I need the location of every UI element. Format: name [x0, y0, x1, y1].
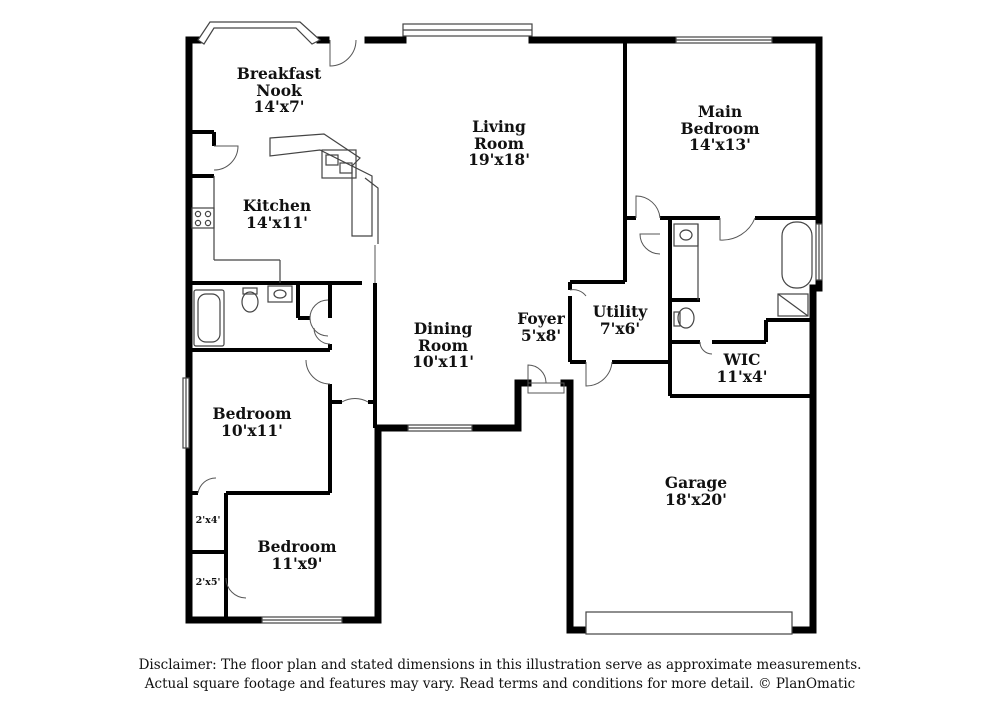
room-label-wic: WIC 11'x4': [716, 350, 768, 386]
vanity-sink-icon: [673, 223, 699, 247]
room-size: 5'x8': [520, 325, 562, 345]
room-name: Garage: [664, 473, 728, 492]
room-label-bedroom: Bedroom 10'x11': [212, 404, 292, 440]
room-size: 7'x6': [599, 318, 641, 338]
room-name: Main: [697, 102, 743, 121]
interior-walls: [189, 40, 819, 620]
kitchen-counters: [191, 133, 379, 283]
room-name: Foyer: [517, 309, 565, 328]
room-name: Bedroom: [680, 118, 760, 138]
doors: [197, 39, 756, 599]
bathroom-fixtures: [193, 221, 813, 347]
closet-label: 2'x5': [195, 577, 221, 588]
closet-label: 2'x4': [195, 515, 221, 526]
room-label-dining-room: Dining Room 10'x11': [412, 319, 474, 372]
room-label-foyer: Foyer 5'x8': [517, 309, 565, 345]
room-size: 14'x7': [253, 97, 305, 117]
room-name: Dining: [413, 319, 473, 338]
room-name: Bedroom: [212, 404, 292, 423]
room-label-kitchen: Kitchen 14'x11': [242, 196, 312, 232]
room-label-breakfast-nook: Breakfast Nook 14'x7': [236, 64, 322, 117]
vanity-sink-icon: [267, 285, 293, 303]
room-size: 11'x4': [716, 366, 768, 386]
room-size: 2'x5': [195, 577, 221, 588]
room-label-bedroom: Bedroom 11'x9': [257, 537, 337, 573]
room-size: 11'x9': [271, 553, 323, 573]
room-label-main-bedroom: Main Bedroom 14'x13': [680, 102, 760, 155]
room-size: 14'x13': [689, 135, 751, 155]
room-name: Living: [472, 117, 526, 136]
room-name: Nook: [256, 80, 302, 100]
room-name: Kitchen: [242, 196, 312, 215]
room-size: 10'x11': [412, 352, 474, 372]
disclaimer-line-1: Disclaimer: The floor plan and stated di…: [138, 657, 862, 673]
room-name: Room: [418, 335, 468, 355]
shower-icon: [777, 293, 809, 317]
room-label-living-room: Living Room 19'x18': [468, 117, 530, 170]
room-name: WIC: [723, 350, 761, 369]
toilet-icon: [241, 291, 259, 313]
toilet-icon: [677, 307, 695, 329]
sink-icon: [321, 149, 357, 179]
room-name: Utility: [592, 302, 648, 321]
exterior-walls: [185, 36, 823, 634]
bathtub-icon: [781, 221, 813, 289]
room-size: 2'x4': [195, 515, 221, 526]
room-name: Room: [474, 133, 524, 153]
room-label-garage: Garage 18'x20': [664, 473, 728, 509]
room-size: 19'x18': [468, 150, 530, 170]
disclaimer-line-2: Actual square footage and features may v…: [144, 676, 856, 692]
room-size: 14'x11': [246, 212, 308, 232]
room-name: Bedroom: [257, 537, 337, 556]
bathtub-icon: [193, 289, 225, 347]
stove-icon: [191, 207, 215, 229]
room-size: 10'x11': [221, 420, 283, 440]
room-name: Breakfast: [236, 64, 322, 83]
room-label-utility: Utility 7'x6': [592, 302, 648, 338]
windows: [182, 21, 823, 635]
room-size: 18'x20': [665, 489, 727, 509]
